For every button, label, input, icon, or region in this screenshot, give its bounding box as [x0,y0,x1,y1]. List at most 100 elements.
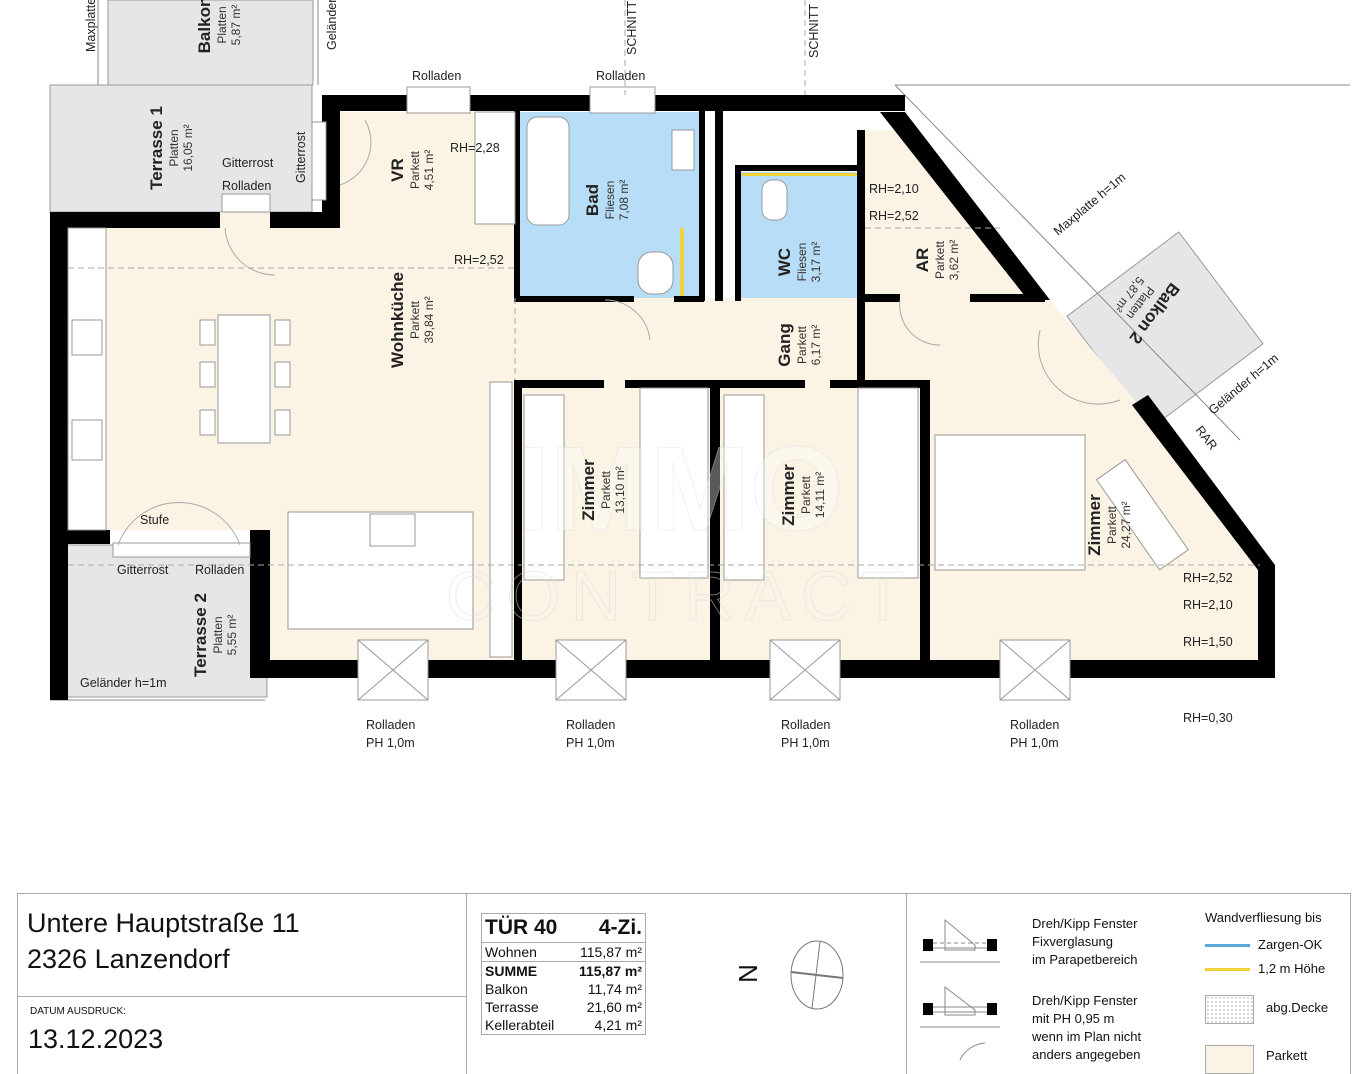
svg-text:Rolladen: Rolladen [1010,718,1059,732]
tiling-line-yellow [680,228,684,296]
svg-text:Gang: Gang [775,323,794,366]
svg-text:Parkett: Parkett [408,150,422,189]
svg-text:Rolladen: Rolladen [195,563,244,577]
address-line-1: Untere Hauptstraße 11 [27,908,300,938]
tiling-line-yellow [742,173,857,176]
svg-text:Rolladen: Rolladen [412,69,461,83]
area-value: 4,21 m² [594,1017,642,1033]
svg-text:Parkett: Parkett [933,240,947,279]
svg-text:RH=2,10: RH=2,10 [869,182,919,196]
svg-text:RH=2,52: RH=2,52 [1183,571,1233,585]
svg-text:Fliesen: Fliesen [795,243,809,282]
area-value: 21,60 m² [586,999,642,1015]
svg-text:Geländer h=1m: Geländer h=1m [80,676,167,690]
svg-text:16,05 m²: 16,05 m² [181,124,195,171]
room-count: 4-Zi. [598,916,642,939]
svg-text:Parkett: Parkett [1105,505,1119,544]
svg-text:Rolladen: Rolladen [222,179,271,193]
window-cross [357,639,1071,701]
legend-text: Dreh/Kipp Fenster [1032,916,1138,931]
svg-text:Fliesen: Fliesen [603,181,617,220]
svg-text:Gitterrost: Gitterrost [222,156,274,170]
svg-text:Terrasse 1: Terrasse 1 [147,106,166,190]
wall [970,294,1045,302]
wall [735,165,863,171]
wc-floor [740,172,858,298]
compass-icon [790,940,844,1010]
area-label: Kellerabteil [485,1017,555,1033]
svg-text:13,10 m²: 13,10 m² [613,466,627,513]
door-swing [117,119,1121,546]
legend-parkett: Parkett [1266,1048,1308,1063]
floor-plan: IMMO CONTRACT Wohnküche Parkett 39,84 m²… [49,0,1350,750]
dashed-lines [68,0,1260,566]
svg-text:Gitterrost: Gitterrost [294,131,308,183]
terrasse-2-area [61,544,268,698]
svg-text:WC: WC [775,248,794,276]
svg-text:Rolladen: Rolladen [566,718,615,732]
legend-tiling-title: Wandverfliesung bis [1205,910,1322,925]
svg-text:Zimmer: Zimmer [779,464,798,526]
room-label-gang: Gang Parkett 6,17 m² [775,323,823,366]
svg-text:RH=2,52: RH=2,52 [454,253,504,267]
room-label-zimmer-3: Zimmer Parkett 24,27 m² [1085,494,1133,556]
svg-text:Stufe: Stufe [140,513,169,527]
wall [880,112,1050,300]
wall [860,294,900,302]
svg-text:PH 1,0m: PH 1,0m [781,736,830,750]
svg-text:PH 1,0m: PH 1,0m [1010,736,1059,750]
svg-text:RAR: RAR [1193,423,1220,452]
svg-text:AR: AR [913,248,932,273]
room-label-wohnkueche: Wohnküche Parkett 39,84 m² [388,272,436,368]
area-value: 11,74 m² [587,981,642,997]
legend-text: wenn im Plan nicht [1032,1029,1142,1044]
wall [270,212,325,228]
wall [625,380,720,388]
terrasse-1-area [49,84,313,213]
wall [1132,395,1275,570]
wall [1258,565,1275,678]
wall [655,95,905,111]
svg-text:Maxplatte: Maxplatte [84,0,98,52]
svg-text:Parkett: Parkett [599,470,613,509]
wall [710,380,720,665]
svg-text:24,27 m²: 24,27 m² [1119,501,1133,548]
legend-decke: abg.Decke [1266,1000,1329,1015]
decke-swatch [1205,995,1254,1024]
svg-text:SCHNITT: SCHNITT [807,3,821,58]
svg-text:Geländer: Geländer [325,0,339,50]
legend-text: Dreh/Kipp Fenster [1032,993,1138,1008]
wall [720,380,805,388]
svg-text:Gitterrost: Gitterrost [117,563,169,577]
svg-text:Rolladen: Rolladen [596,69,645,83]
room-label-ar: AR Parkett 3,62 m² [913,240,961,281]
svg-text:RH=2,52: RH=2,52 [869,209,919,223]
room-label-vr: VR Parkett 4,51 m² [388,150,436,191]
zargen-line-swatch [1205,944,1250,947]
wall [830,380,930,388]
svg-text:Rolladen: Rolladen [781,718,830,732]
svg-text:3,17 m²: 3,17 m² [809,242,823,283]
svg-text:Platten: Platten [215,6,229,43]
svg-text:Parkett: Parkett [408,300,422,339]
furniture [67,111,1189,658]
svg-text:Zimmer: Zimmer [579,459,598,521]
date-label: DATUM AUSDRUCK: [30,1006,126,1017]
hoehe-line-swatch [1205,968,1250,971]
svg-text:14,11 m²: 14,11 m² [813,472,827,518]
svg-text:Rolladen: Rolladen [366,718,415,732]
svg-text:RH=2,10: RH=2,10 [1183,598,1233,612]
svg-text:Platten: Platten [167,129,181,166]
wall [514,380,604,388]
wall [514,380,522,665]
svg-text:7,08 m²: 7,08 m² [617,180,631,221]
svg-text:Parkett: Parkett [799,475,813,514]
room-label-wc: WC Fliesen 3,17 m² [775,242,823,283]
wall [50,530,110,544]
legend-text: mit PH 0,95 m [1032,1011,1115,1026]
north-label: N [732,964,763,983]
area-value: 115,87 m² [578,963,642,979]
svg-text:RH=0,30: RH=0,30 [1183,711,1233,725]
svg-text:VR: VR [388,158,407,182]
outdoor-label-balkon: Balkon Platten 5,87 m² [195,0,243,53]
